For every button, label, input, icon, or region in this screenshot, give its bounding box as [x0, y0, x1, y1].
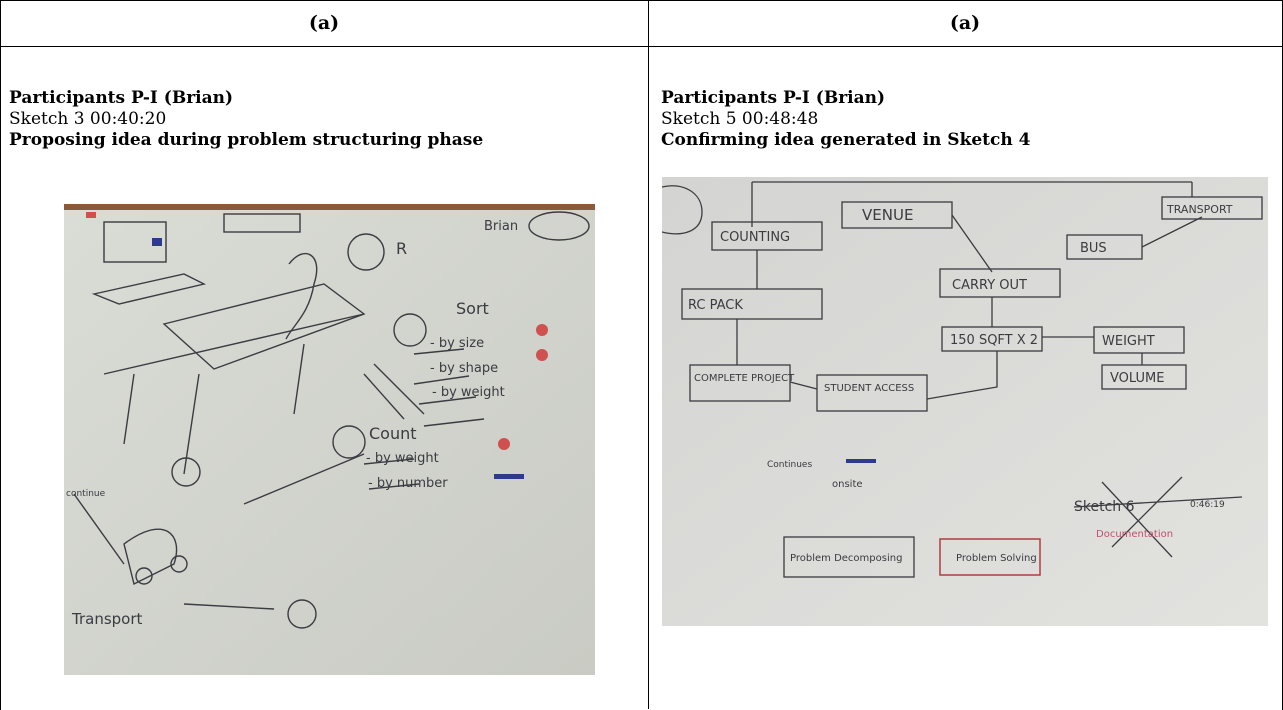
left-photo-transport: Transport [71, 610, 143, 628]
left-photo-name: Brian [484, 219, 518, 234]
right-photo-sketch6: Sketch 6 [1074, 499, 1135, 515]
left-photo-sort-1: - by size [430, 336, 484, 351]
right-photo-onsite: onsite [832, 479, 863, 490]
right-description: Confirming idea generated in Sketch 4 [661, 130, 1031, 150]
right-photo-volume: VOLUME [1110, 371, 1164, 386]
right-photo-doc: Documentation [1096, 529, 1173, 540]
right-photo-size: 150 SQFT X 2 [950, 333, 1038, 348]
left-participant: Participants P-I (Brian) [9, 88, 234, 108]
left-cell-text: Participants P-I (Brian) Sketch 3 00:40:… [9, 88, 639, 151]
left-photo-sort-3: - by weight [432, 385, 505, 400]
right-photo-complete: COMPLETE PROJECT [694, 373, 795, 384]
left-column-label: (a) [308, 12, 340, 34]
right-photo-pd: Problem Decomposing [790, 553, 902, 564]
left-whiteboard-photo: Brian R Sort - by size - by shape - by w… [64, 204, 595, 675]
left-photo-sort-2: - by shape [430, 361, 498, 376]
header-divider [0, 46, 1283, 47]
right-photo-venue: VENUE [862, 206, 913, 224]
right-sketch-time: Sketch 5 00:48:48 [661, 109, 819, 129]
right-whiteboard-photo: VENUE TRANSPORT COUNTING BUS CARRY OUT R… [662, 177, 1268, 626]
right-cell-text: Participants P-I (Brian) Sketch 5 00:48:… [661, 88, 1271, 151]
left-sketch-time: Sketch 3 00:40:20 [9, 109, 167, 129]
left-description: Proposing idea during problem structurin… [9, 130, 484, 150]
right-photo-transport: TRANSPORT [1166, 203, 1233, 216]
right-photo-ps: Problem Solving [956, 553, 1037, 564]
right-photo-rc: RC PACK [688, 298, 743, 313]
right-photo-counting: COUNTING [720, 230, 790, 245]
left-photo-r: R [396, 239, 407, 258]
right-photo-weight: WEIGHT [1102, 334, 1155, 349]
right-photo-carry: CARRY OUT [952, 278, 1027, 293]
right-photo-continue: Continues [767, 460, 812, 470]
column-divider [648, 0, 649, 709]
right-photo-bus: BUS [1080, 241, 1107, 256]
right-photo-student: STUDENT ACCESS [824, 383, 914, 394]
left-photo-sort: Sort [456, 299, 489, 318]
right-photo-time: 0:46:19 [1190, 500, 1225, 510]
left-photo-count-1: - by weight [366, 451, 439, 466]
right-participant: Participants P-I (Brian) [661, 88, 886, 108]
left-photo-continue: continue [66, 489, 106, 499]
left-photo-count-2: - by number [368, 476, 448, 491]
right-column-label: (a) [949, 12, 981, 34]
left-photo-count: Count [369, 424, 417, 443]
